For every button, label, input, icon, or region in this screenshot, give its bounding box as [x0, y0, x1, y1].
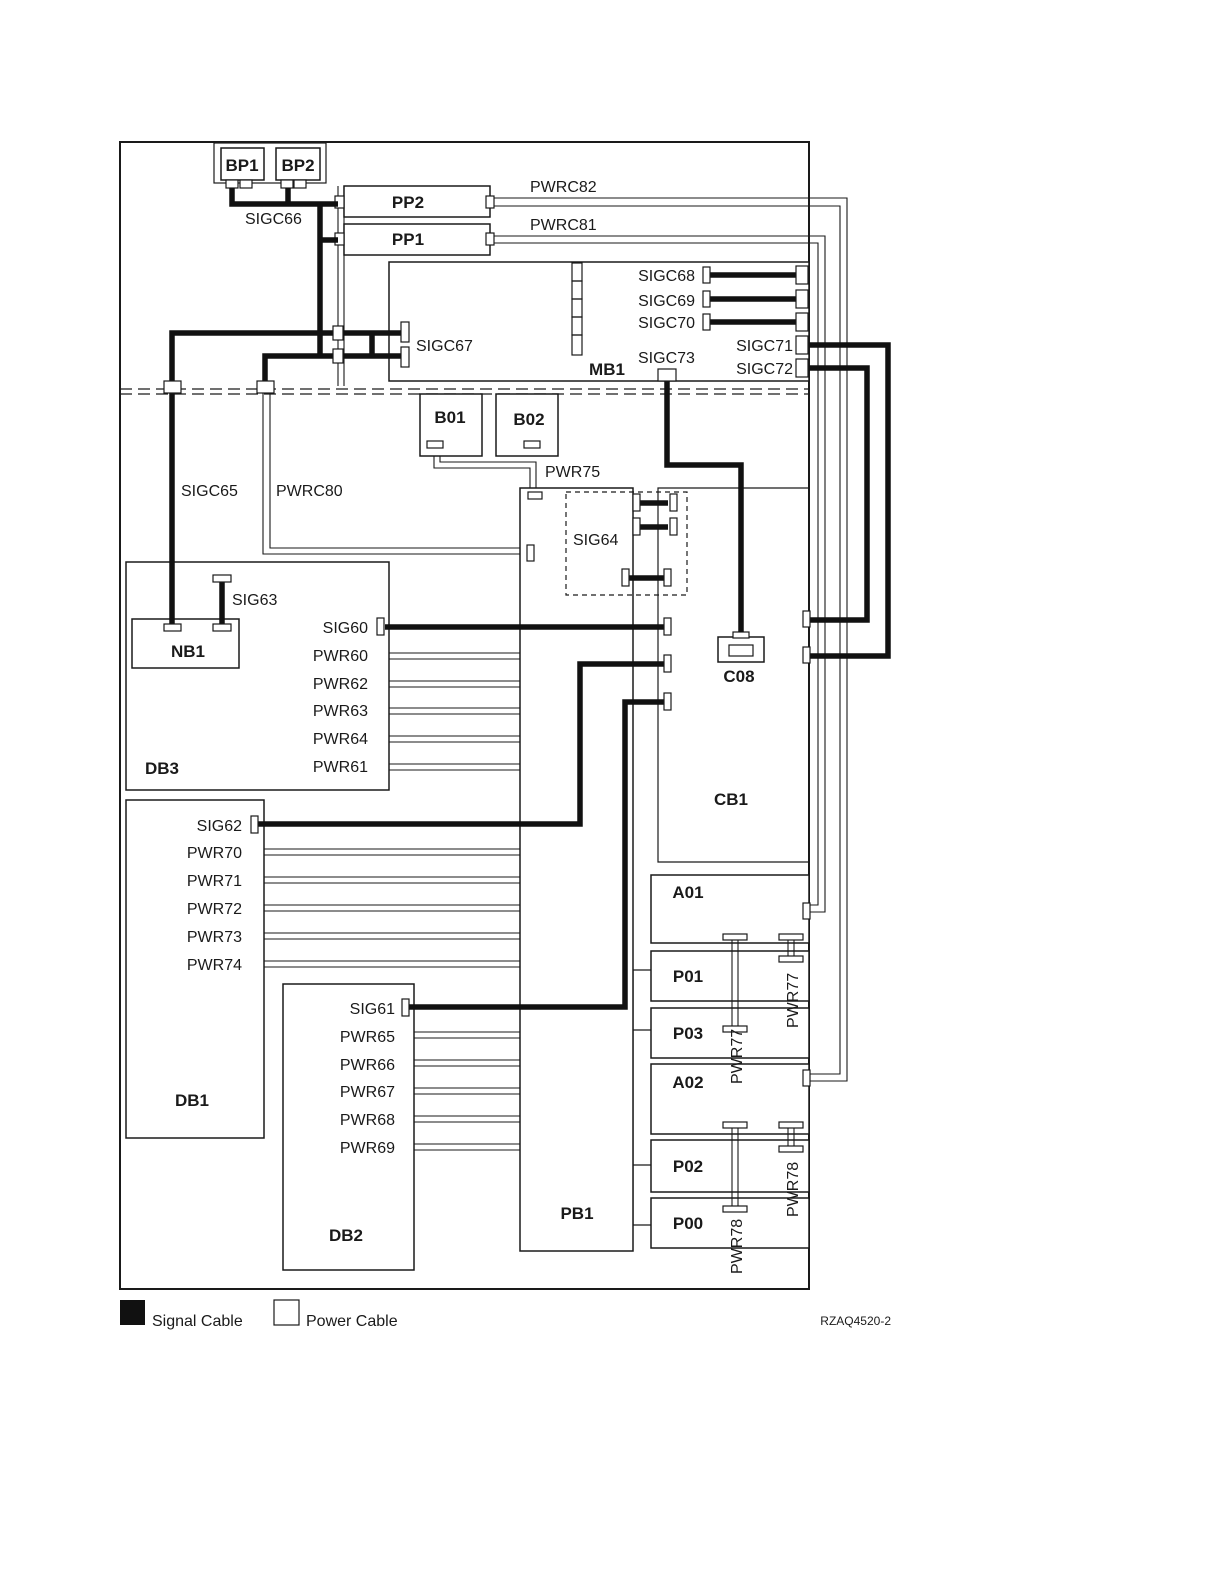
- sigc68-label: SIGC68: [638, 268, 695, 285]
- sig62-label: SIG62: [197, 818, 242, 835]
- db3-power-label: PWR64: [313, 731, 368, 748]
- db1-label: DB1: [175, 1091, 209, 1110]
- sigc72-label: SIGC72: [736, 361, 793, 378]
- db2-power-label: PWR67: [340, 1084, 395, 1101]
- power-cables: [262, 186, 848, 1082]
- db1-box: [125, 799, 265, 1139]
- pp1-box: [343, 223, 491, 256]
- b02-box: [495, 393, 559, 457]
- c08-label: C08: [723, 667, 754, 686]
- sig64-label: SIG64: [573, 532, 618, 549]
- signal-cable-swatch: [120, 1300, 145, 1325]
- p03-box: [650, 1007, 810, 1059]
- db3-power-labels: PWR60 PWR62 PWR63 PWR64 PWR61: [313, 648, 368, 776]
- system-frame: [119, 141, 810, 1290]
- sig60-label: SIG60: [323, 620, 368, 637]
- cb1-box: [657, 487, 809, 863]
- db2-power-label: PWR65: [340, 1029, 395, 1046]
- pp2-label: PP2: [392, 193, 424, 212]
- sigc71-label: SIGC71: [736, 338, 793, 355]
- a01-label: A01: [672, 883, 703, 902]
- pb1-stubs: [632, 969, 651, 1226]
- pwr78-label: PWR78: [785, 1162, 802, 1217]
- bp-housing: [213, 142, 327, 184]
- p03-label: P03: [673, 1024, 703, 1043]
- signal-cables: [169, 188, 891, 1010]
- pb1-label: PB1: [560, 1204, 593, 1223]
- db3-power-label: PWR62: [313, 676, 368, 693]
- pwr77-label: PWR77: [785, 973, 802, 1028]
- db3-power-label: PWR61: [313, 759, 368, 776]
- nb1-label: NB1: [171, 642, 205, 661]
- db1-power-label: PWR72: [187, 901, 242, 918]
- db2-power-labels: PWR65 PWR66 PWR67 PWR68 PWR69: [340, 1029, 395, 1157]
- pwr75-label: PWR75: [545, 464, 600, 481]
- sigc65-label: SIGC65: [181, 483, 238, 500]
- a02-label: A02: [672, 1073, 703, 1092]
- sigc66-label: SIGC66: [245, 211, 302, 228]
- db3-power-label: PWR63: [313, 703, 368, 720]
- sig61-label: SIG61: [350, 1001, 395, 1018]
- db1-power-label: PWR73: [187, 929, 242, 946]
- cb1-label: CB1: [714, 790, 748, 809]
- pwrc80-label: PWRC80: [276, 483, 343, 500]
- db1-power-label: PWR71: [187, 873, 242, 890]
- p00-label: P00: [673, 1214, 703, 1233]
- pwr77-pwr78-harness: [722, 933, 804, 1213]
- db2-box: [282, 983, 415, 1271]
- db1-power-label: PWR70: [187, 845, 242, 862]
- sigc73-label: SIGC73: [638, 350, 695, 367]
- db2-label: DB2: [329, 1226, 363, 1245]
- pwr78-label: PWR78: [729, 1219, 746, 1274]
- sig64-region: [565, 491, 688, 596]
- b01-label: B01: [434, 408, 465, 427]
- sigc67-label: SIGC67: [416, 338, 473, 355]
- db1-power-labels: PWR70 PWR71 PWR72 PWR73 PWR74: [187, 845, 242, 974]
- signal-cable-legend: Signal Cable: [152, 1313, 243, 1330]
- power-cable-swatch: [273, 1299, 300, 1326]
- pwrc81-label: PWRC81: [530, 217, 597, 234]
- power-cable-legend: Power Cable: [306, 1313, 398, 1330]
- bp2-label: BP2: [281, 156, 314, 175]
- signal-connectors: [163, 265, 811, 1087]
- pb1-box: [519, 487, 634, 1252]
- sigc70-label: SIGC70: [638, 315, 695, 332]
- figure-id: RZAQ4520-2: [820, 1314, 891, 1328]
- c08-box: [717, 636, 765, 663]
- pwr77-label: PWR77: [729, 1029, 746, 1084]
- p02-label: P02: [673, 1157, 703, 1176]
- p01-label: P01: [673, 967, 703, 986]
- db1-power-label: PWR74: [187, 957, 242, 974]
- pp2-box: [343, 185, 491, 218]
- mb1-label: MB1: [589, 360, 625, 379]
- db2-power-label: PWR66: [340, 1057, 395, 1074]
- db2-power-label: PWR68: [340, 1112, 395, 1129]
- sig63-label: SIG63: [232, 592, 277, 609]
- db3-power-label: PWR60: [313, 648, 368, 665]
- p02-box: [650, 1139, 810, 1193]
- db3-label: DB3: [145, 759, 179, 778]
- pwrc82-label: PWRC82: [530, 179, 597, 196]
- b02-label: B02: [513, 410, 544, 429]
- sigc69-label: SIGC69: [638, 293, 695, 310]
- bp1-box: [220, 147, 265, 181]
- bp1-label: BP1: [225, 156, 258, 175]
- mb1-slots: [571, 262, 583, 356]
- db2-power-label: PWR69: [340, 1140, 395, 1157]
- pp1-label: PP1: [392, 230, 424, 249]
